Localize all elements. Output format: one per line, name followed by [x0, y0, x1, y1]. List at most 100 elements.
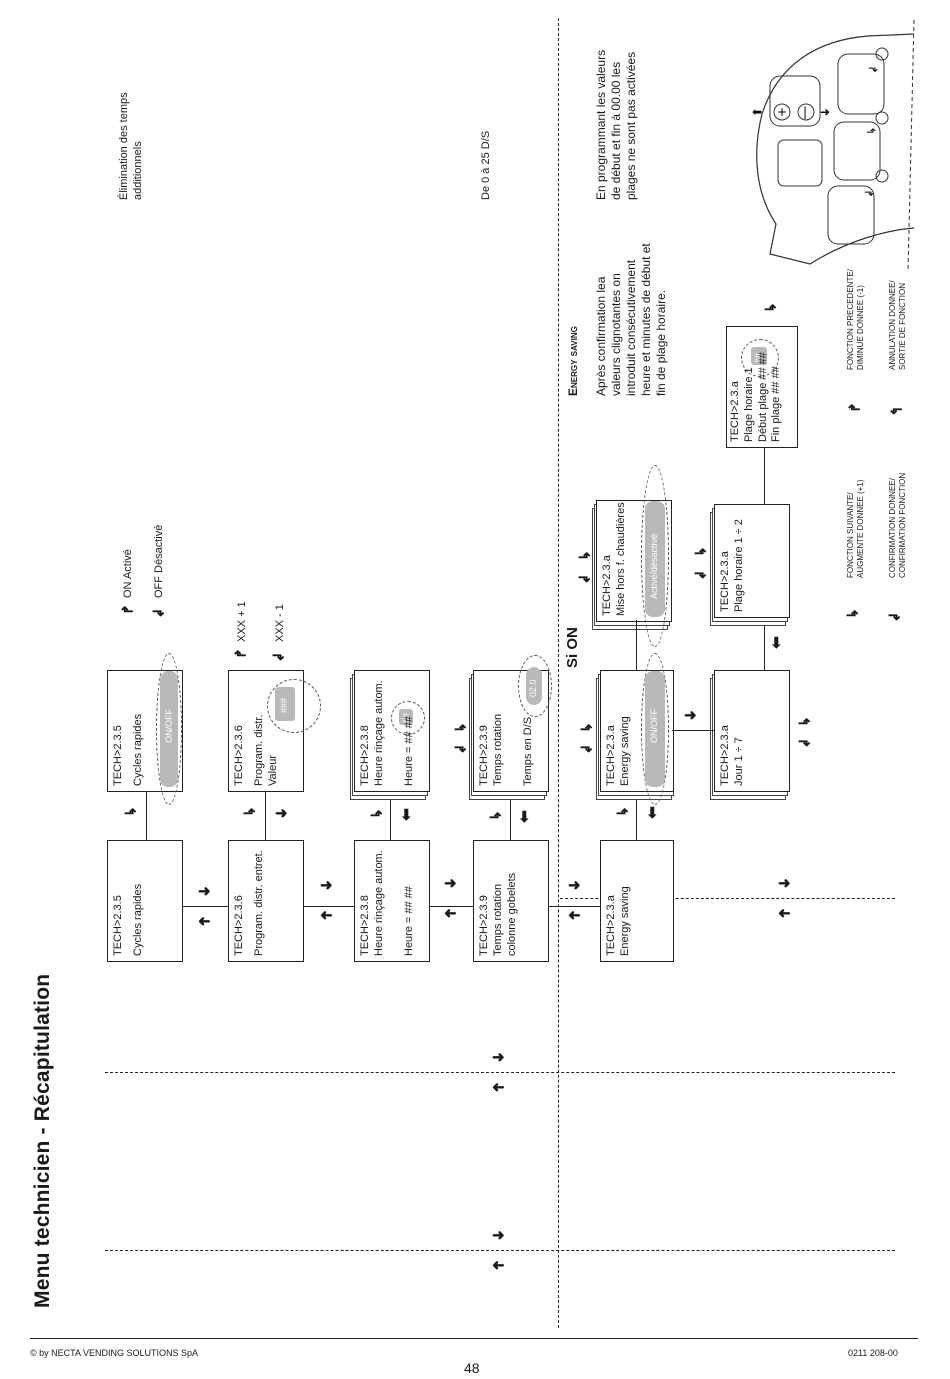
blink-highlight: [275, 687, 295, 721]
menu-code: TECH>2.3.a: [719, 725, 731, 786]
connector: [390, 795, 391, 840]
key-left-top: [769, 75, 821, 127]
arrow-right-icon: ➜: [778, 875, 791, 892]
arrow-right-icon: ➜: [320, 877, 333, 894]
menu-code: TECH>2.3.8: [359, 895, 371, 956]
sub-box-2-3-6: ### TECH>2.3.6 Program. distr. Valeur: [228, 670, 321, 792]
connector: [764, 446, 765, 504]
blink-burst: [391, 701, 425, 735]
blink-burst: [156, 653, 182, 805]
menu-line: Cycles rapides: [131, 883, 144, 956]
display-window: [777, 139, 823, 187]
arrow-curved-up-right-icon: ⬏: [866, 125, 876, 139]
menu-box-2-3-8: TECH>2.3.8 Heure rinçage autom. Heure = …: [354, 840, 430, 962]
option-off: OFF Désactivé: [153, 524, 165, 598]
energy-box-text: TECH>2.3.a Plage horaire 1 Début plage #…: [729, 352, 784, 442]
key-bottom: [827, 185, 875, 245]
connector: [265, 790, 266, 840]
arrow-right-icon: ➜: [492, 1227, 505, 1244]
menu-box-text: TECH>2.3.8 Heure rinçage autom. Heure = …: [359, 850, 416, 956]
blink-value: 02.0: [528, 679, 538, 697]
sub-box-text: TECH>2.3.5 Cycles rapides: [112, 714, 146, 786]
menu-line: Plage horaire 1: [742, 367, 755, 442]
menu-line: Début plage ## ##: [756, 352, 769, 442]
footer-rule: [30, 1338, 918, 1339]
arrow-curved-down-right-icon: ⬎: [798, 733, 811, 750]
heading-si-on: Si ON: [564, 627, 581, 668]
flow-guide-2: [105, 1250, 895, 1251]
arrow-curved-up-left-icon: ⬑: [234, 647, 247, 664]
menu-box-2-3-5: TECH>2.3.5 Cycles rapides: [107, 840, 183, 962]
menu-line: Jour 1 ÷ 7: [732, 737, 745, 786]
minus-key-icon: [797, 103, 815, 121]
sub-box-text: TECH>2.3.6 Program. distr. Valeur: [233, 714, 280, 786]
blink-value: ###: [279, 697, 289, 713]
arrow-right-icon: ➜: [492, 1049, 505, 1066]
blink-highlight: [645, 501, 665, 617]
arrow-left-icon: ➜: [320, 907, 333, 924]
arrow-right-icon: ➜: [568, 877, 581, 894]
arrow-left-icon: ➜: [778, 905, 791, 922]
menu-line: Temps rotation: [491, 713, 504, 786]
menu-line: Energy saving: [618, 716, 631, 786]
menu-code: TECH>2.3.a: [605, 895, 617, 956]
arrow-right-icon: ➜: [684, 707, 697, 724]
page-title: Menu technicien - Récapitulation: [31, 973, 54, 1308]
menu-code: TECH>2.3.9: [478, 725, 490, 786]
sub-box-2-3-5: ON/OFF TECH>2.3.5 Cycles rapides: [107, 653, 183, 805]
connector: [636, 620, 637, 670]
page-number: 48: [464, 1360, 480, 1376]
blink-highlight: [399, 709, 413, 725]
keypad-edge: [907, 19, 915, 273]
menu-line: Heure = ## ##: [402, 885, 415, 956]
arrow-curved-up-left-icon: ⬑: [121, 603, 134, 620]
energy-box-plage-detail: ## TECH>2.3.a Plage horaire 1 Début plag…: [726, 326, 798, 448]
sub-box-text: TECH>2.3.9 Temps rotation Temps en D/S: [478, 714, 535, 786]
sub-box-text: TECH>2.3.8 Heure rinçage autom. Heure = …: [359, 680, 416, 786]
energy-box-text: TECH>2.3.a Plage horaire 1 ÷ 2: [719, 519, 747, 612]
arrow-curved-up-right-icon: ⬏: [124, 805, 137, 822]
arrow-curved-up-right-icon: ⬏: [764, 301, 777, 318]
menu-line: Heure rinçage autom.: [372, 850, 385, 956]
menu-code: TECH>2.3.8: [359, 725, 371, 786]
key-middle: [833, 121, 881, 181]
blink-highlight: [160, 671, 178, 787]
menu-code: TECH>2.3.9: [478, 895, 490, 956]
menu-line: Program. distr. entret.: [252, 850, 265, 956]
blink-value: ON/OFF: [649, 709, 659, 743]
arrow-left-icon: ➜: [492, 1079, 505, 1096]
menu-line: Heure = ## ##: [402, 715, 415, 786]
arrow-right-icon: ➜: [444, 875, 457, 892]
menu-line: colonne gobelets: [505, 872, 518, 956]
blink-burst: [741, 339, 779, 377]
connector: [427, 906, 473, 907]
energy-box-plage: TECH>2.3.a Plage horaire 1 ÷ 2: [714, 504, 790, 618]
arrow-right-icon: ➜: [820, 105, 830, 119]
note-programming: En programmant les valeurs de début et f…: [594, 49, 638, 200]
arrow-curved-down-right-icon: ⬎: [578, 569, 591, 586]
menu-code: TECH>2.3.a: [601, 555, 613, 616]
energy-box-text: TECH>2.3.a Mise hors f. chaudières: [601, 502, 629, 616]
legend-next: FONCTION SUIVANTE/ AUGMENTE DONNEE (+1): [846, 479, 865, 578]
connector: [146, 790, 147, 840]
arrow-left-icon: ➜: [492, 1257, 505, 1274]
sub-box-2-3-8: ## TECH>2.3.8 Heure rinçage autom. Heure…: [354, 670, 430, 792]
arrow-right-icon: ➜: [275, 805, 288, 822]
connector: [672, 730, 714, 731]
arrow-curved-down-right-icon: ⬎: [864, 185, 874, 199]
sub-box-text: TECH>2.3.a Energy saving: [605, 716, 633, 786]
connector: [180, 906, 228, 907]
arrow-curved-down-right-icon: ⬎: [868, 61, 878, 75]
blink-highlight: [645, 671, 665, 787]
note-range: De 0 à 25 D/S: [480, 130, 492, 200]
arrow-curved-up-right-icon: ⬏: [454, 721, 467, 738]
legend-cancel: ANNULATION DONNEE/ SORTIE DE FONCTION: [888, 280, 907, 370]
menu-line: Mise hors f. chaudières: [614, 502, 627, 616]
plus-key-glyph: +: [777, 105, 787, 119]
menu-line: Plage horaire 1 ÷ 2: [732, 519, 745, 612]
menu-code: TECH>2.3.a: [605, 725, 617, 786]
blink-burst: [641, 465, 669, 647]
plus-key-icon: [773, 103, 791, 121]
connector: [510, 795, 511, 840]
menu-line: Temps en D/S: [521, 716, 534, 786]
